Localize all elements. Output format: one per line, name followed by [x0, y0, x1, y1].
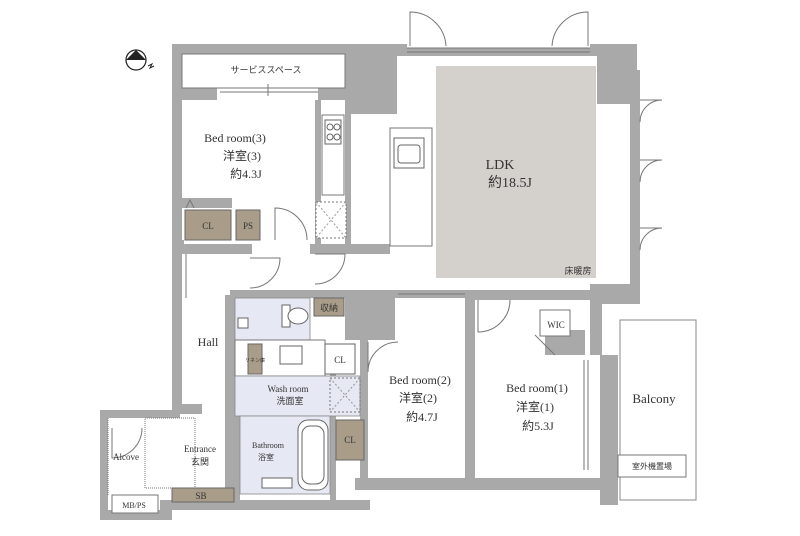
side-windows: [639, 99, 663, 251]
wash-jp-label: 洗面室: [276, 395, 303, 406]
door-hall: [249, 257, 281, 289]
hall-label: Hall: [198, 335, 219, 349]
cl-bath-label: CL: [344, 435, 356, 445]
bed3-size-label: 約4.3J: [230, 166, 262, 181]
entrance-jp-label: 玄関: [191, 456, 209, 467]
service-space-label: サービススペース: [231, 65, 302, 75]
ps-label: PS: [243, 221, 253, 231]
pantry-box: [315, 201, 347, 239]
walls: [100, 44, 640, 520]
linen-closet: [247, 343, 263, 375]
bathtub-icon: [297, 419, 329, 491]
entrance-tile: [144, 417, 196, 489]
alcove-label: Alcove: [113, 452, 139, 462]
cl-bed3-label: CL: [202, 221, 214, 231]
ldk-floor: [436, 66, 596, 278]
bed2-jp-label: 洋室(2): [399, 390, 437, 405]
alcove: [107, 418, 159, 514]
washer-box: [329, 377, 361, 413]
storage-label: 収納: [320, 302, 338, 313]
island-counter: [389, 127, 433, 247]
shoe-box: [171, 487, 235, 503]
bed1-size-label: 約5.3J: [522, 418, 554, 433]
wash-sink-icon: [279, 345, 303, 365]
bath-en-label: Bathroom: [252, 441, 285, 450]
balcony-label: Balcony: [632, 391, 676, 406]
cl-bath: [335, 419, 365, 461]
stove-icon: [324, 119, 342, 145]
storage-closet: [313, 297, 345, 317]
ldk-size-label: 約18.5J: [488, 175, 532, 191]
cl-wash: [324, 343, 356, 375]
floor-heating-label: 床暖房: [564, 265, 591, 276]
sink-icon: [393, 137, 425, 169]
ac-space: [617, 454, 687, 478]
mbps-label: MB/PS: [122, 501, 146, 510]
wic-label: WIC: [547, 320, 565, 330]
cl-wash-label: CL: [334, 355, 346, 365]
wash-en-label: Wash room: [267, 384, 308, 394]
linen-label: リネン庫: [245, 357, 265, 364]
service-space: [181, 53, 346, 89]
ldk-label: LDK: [486, 158, 515, 173]
entrance-en-label: Entrance: [184, 444, 216, 454]
bed2-size-label: 約4.7J: [406, 409, 438, 424]
closet-bed3: [184, 209, 232, 241]
ps-bed3: [235, 209, 261, 241]
balcony: [619, 319, 697, 501]
bed2-en-label: Bed room(2): [389, 373, 451, 387]
bed1-en-label: Bed room(1): [506, 381, 568, 395]
wic: [539, 309, 571, 337]
ldk-window: [407, 11, 590, 53]
sb-label: SB: [195, 491, 206, 501]
bed1-jp-label: 洋室(1): [516, 399, 554, 414]
bath-jp-label: 浴室: [258, 452, 274, 462]
toilet-icon: [281, 304, 309, 328]
bed3-jp-label: 洋室(3): [223, 148, 261, 163]
ac-space-label: 室外機置場: [632, 461, 672, 471]
compass-icon: [125, 49, 155, 71]
bed3-en-label: Bed room(3): [204, 131, 266, 145]
